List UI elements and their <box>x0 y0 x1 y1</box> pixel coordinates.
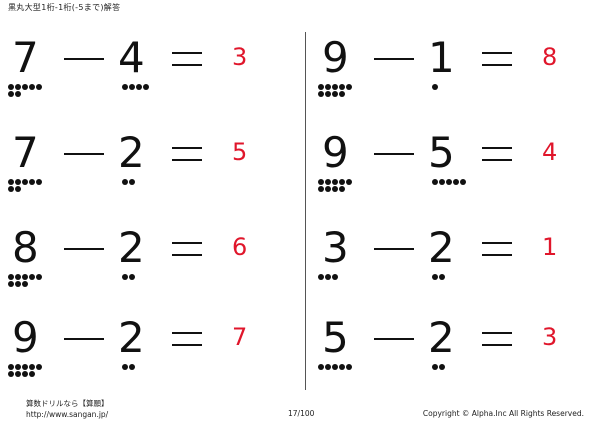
equals-sign <box>482 332 512 346</box>
minuend: 8 <box>12 223 39 272</box>
answer: 1 <box>542 233 558 261</box>
copyright: Copyright © Alpha.Inc All Rights Reserve… <box>422 409 584 418</box>
subtrahend-dots <box>122 179 135 186</box>
problem-1: 7 4 3 <box>0 32 290 100</box>
minuend-dots <box>318 364 352 371</box>
minus-sign <box>374 338 414 340</box>
minuend: 7 <box>12 33 39 82</box>
minuend-dots <box>8 179 42 193</box>
subtrahend-dots <box>432 274 445 281</box>
minuend-dots <box>8 84 42 98</box>
equals-sign <box>482 52 512 66</box>
subtrahend: 2 <box>118 128 145 177</box>
answer: 4 <box>542 138 558 166</box>
equals-sign <box>172 52 202 66</box>
subtrahend-dots <box>122 364 135 371</box>
problem-4: 9 5 4 <box>310 127 600 195</box>
subtrahend: 2 <box>428 313 455 362</box>
subtrahend-dots <box>122 274 135 281</box>
minuend-dots <box>318 179 352 193</box>
subtrahend-dots <box>432 84 438 91</box>
minuend-dots <box>8 274 42 288</box>
answer: 3 <box>232 43 248 71</box>
equals-sign <box>482 147 512 161</box>
equals-sign <box>172 147 202 161</box>
minus-sign <box>64 248 104 250</box>
subtrahend: 2 <box>428 223 455 272</box>
minus-sign <box>64 153 104 155</box>
minuend: 9 <box>322 128 349 177</box>
column-divider <box>305 32 306 390</box>
subtrahend-dots <box>432 179 466 186</box>
minuend-dots <box>318 274 338 281</box>
minuend: 5 <box>322 313 349 362</box>
footer-left: 算数ドリルなら【算願】 http://www.sangan.jp/ <box>26 398 109 420</box>
minus-sign <box>374 58 414 60</box>
page-number: 17/100 <box>288 409 315 418</box>
problem-3: 7 2 5 <box>0 127 290 195</box>
answer: 5 <box>232 138 248 166</box>
answer: 3 <box>542 323 558 351</box>
footer-brand: 算数ドリルなら【算願】 <box>26 399 109 408</box>
answer: 6 <box>232 233 248 261</box>
footer-url[interactable]: http://www.sangan.jp/ <box>26 410 109 419</box>
answer: 7 <box>232 323 248 351</box>
minus-sign <box>374 153 414 155</box>
minuend-dots <box>8 364 42 378</box>
equals-sign <box>172 242 202 256</box>
minus-sign <box>64 338 104 340</box>
minuend: 7 <box>12 128 39 177</box>
subtrahend: 1 <box>428 33 455 82</box>
subtrahend-dots <box>122 84 149 91</box>
subtrahend-dots <box>432 364 445 371</box>
problem-6: 3 2 1 <box>310 222 600 290</box>
problem-8: 5 2 3 <box>310 312 600 380</box>
minuend: 9 <box>322 33 349 82</box>
answer: 8 <box>542 43 558 71</box>
minuend: 9 <box>12 313 39 362</box>
equals-sign <box>482 242 512 256</box>
subtrahend: 2 <box>118 223 145 272</box>
minuend-dots <box>318 84 352 98</box>
equals-sign <box>172 332 202 346</box>
minus-sign <box>374 248 414 250</box>
subtrahend: 2 <box>118 313 145 362</box>
subtrahend: 5 <box>428 128 455 177</box>
page-title: 黒丸大型1桁-1桁(-5まで)解答 <box>8 3 121 12</box>
minuend: 3 <box>322 223 349 272</box>
problem-5: 8 2 6 <box>0 222 290 290</box>
problem-7: 9 2 7 <box>0 312 290 380</box>
problem-2: 9 1 8 <box>310 32 600 100</box>
subtrahend: 4 <box>118 33 145 82</box>
minus-sign <box>64 58 104 60</box>
